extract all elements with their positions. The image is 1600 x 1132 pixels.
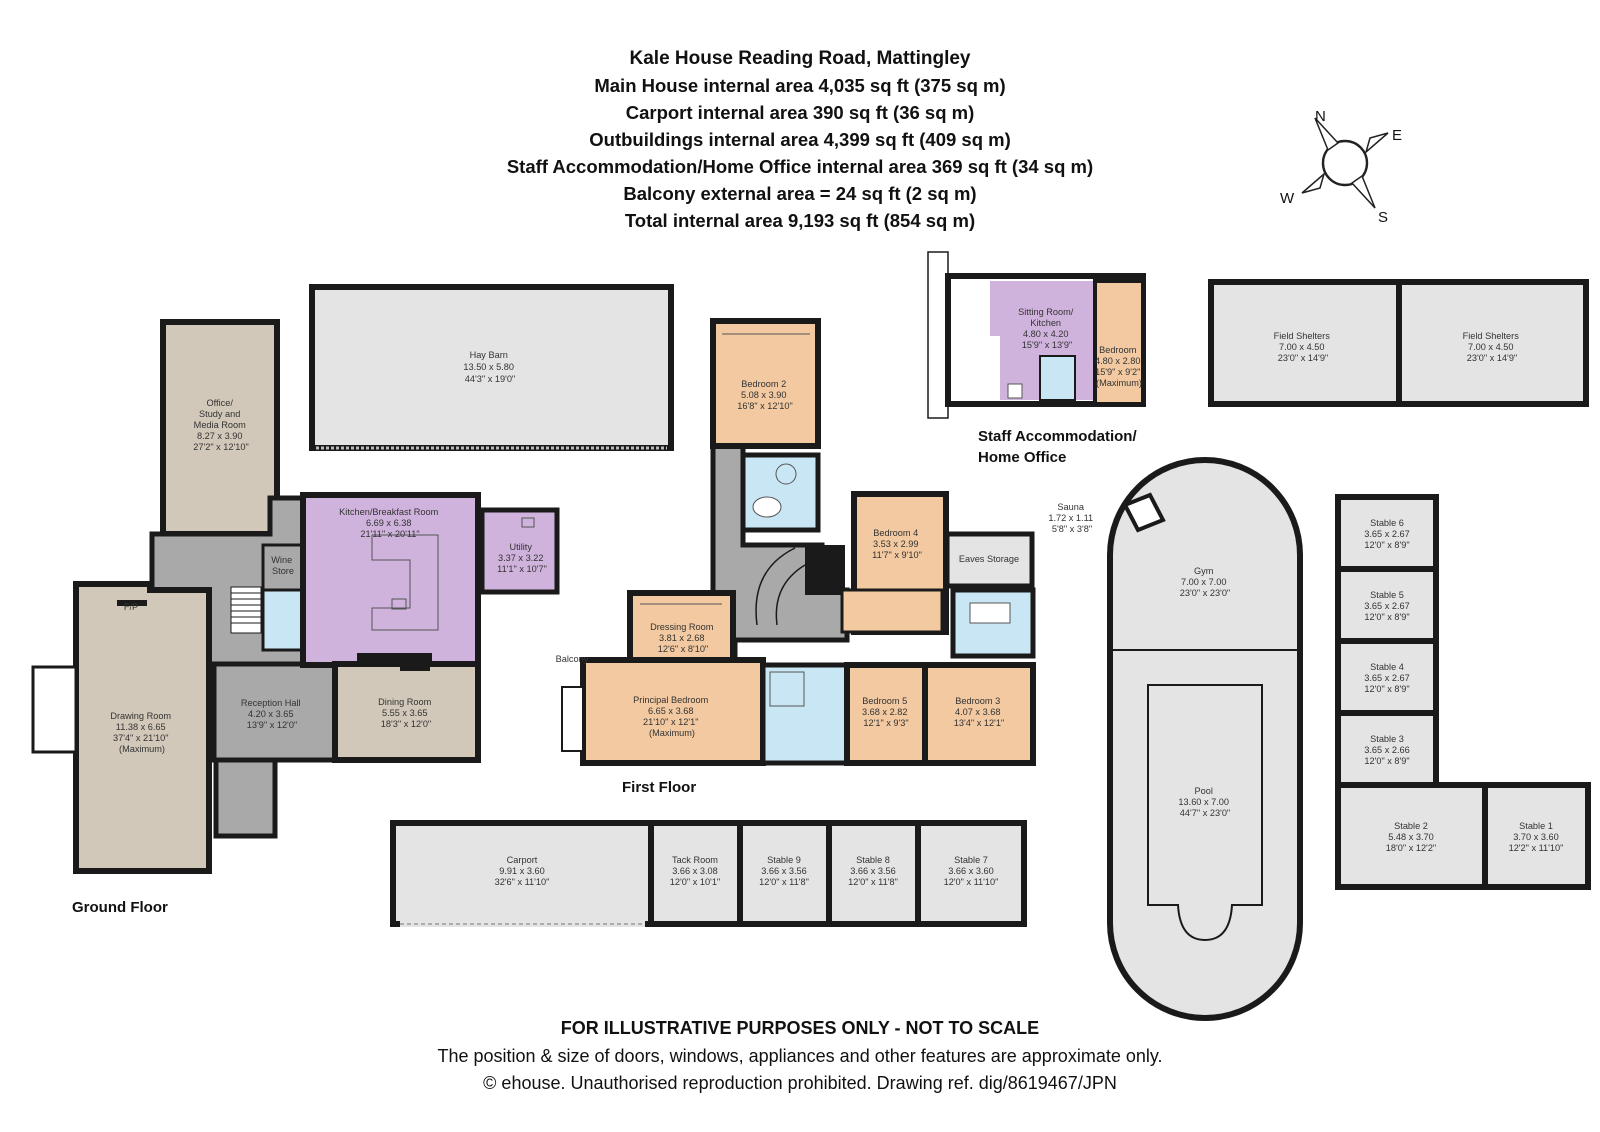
bedroom-3-label: Bedroom 3 4.07 x 3.68 13'4" x 12'1" bbox=[954, 696, 1004, 728]
area-staff-accommodation: Staff Accommodation/Home Office internal… bbox=[506, 156, 1094, 177]
kitchen-room bbox=[300, 492, 481, 668]
utility-label: Utility 3.37 x 3.22 11'1" x 10'7" bbox=[497, 542, 547, 574]
hay-barn-label: Hay Barn 13.50 x 5.80 44'3" x 19'0" bbox=[463, 350, 516, 384]
stable-3 bbox=[1335, 710, 1439, 788]
ground-floor-label: Ground Floor bbox=[72, 899, 168, 916]
eaves-storage-label: Eaves Storage bbox=[959, 554, 1019, 564]
stable-4 bbox=[1335, 638, 1439, 716]
area-total: Total internal area 9,193 sq ft (854 sq … bbox=[624, 210, 976, 231]
ground-wc-room bbox=[261, 588, 305, 652]
fireplace-label: F/P bbox=[124, 602, 138, 612]
stable-2 bbox=[1335, 782, 1488, 890]
stable-7 bbox=[915, 820, 1027, 927]
bedroom-5-label: Bedroom 5 3.68 x 2.82 12'1" x 9'3" bbox=[862, 696, 910, 728]
first-floor-plan: Bedroom 2 5.08 x 3.90 16'8" x 12'10" Bed… bbox=[556, 318, 1036, 766]
dressing-room-label: Dressing Room 3.81 x 2.68 12'6" x 8'10" bbox=[650, 622, 716, 654]
bedroom-4-label: Bedroom 4 3.53 x 2.99 11'7" x 9'10" bbox=[872, 528, 922, 560]
stable-1 bbox=[1482, 782, 1591, 890]
kitchen-label: Kitchen/Breakfast Room 6.69 x 6.38 21'11… bbox=[339, 507, 441, 539]
pool-basin bbox=[1147, 684, 1263, 942]
stable-9 bbox=[737, 820, 832, 927]
office-label: Office/ Study and Media Room 8.27 x 3.90… bbox=[193, 398, 249, 452]
compass-e: E bbox=[1392, 127, 1402, 144]
area-outbuildings: Outbuildings internal area 4,399 sq ft (… bbox=[589, 129, 1011, 150]
approximation-note: The position & size of doors, windows, a… bbox=[437, 1046, 1163, 1066]
stable-8 bbox=[826, 820, 921, 927]
ground-floor-plan: Office/ Study and Media Room 8.27 x 3.90… bbox=[31, 319, 560, 874]
disclaimer: FOR ILLUSTRATIVE PURPOSES ONLY - NOT TO … bbox=[560, 1018, 1040, 1038]
dining-room bbox=[332, 661, 481, 763]
drawing-room-label: Drawing Room 11.38 x 6.65 37'4" x 21'10"… bbox=[110, 711, 173, 754]
bedroom-3-room bbox=[922, 662, 1036, 766]
eaves-storage-room bbox=[944, 531, 1035, 589]
staff-accommodation-plan: Sitting Room/ Kitchen 4.80 x 4.20 15'9" … bbox=[927, 251, 1146, 419]
staff-accommodation-label-1: Staff Accommodation/ bbox=[978, 428, 1137, 445]
carport-bay bbox=[390, 820, 654, 927]
bedroom-2-room bbox=[710, 318, 821, 449]
compass-s: S bbox=[1378, 209, 1388, 226]
field-shelter-1 bbox=[1208, 279, 1402, 407]
drawing-room bbox=[73, 581, 212, 874]
plan-title: Kale House Reading Road, Mattingley bbox=[629, 48, 971, 69]
principal-bedroom-label: Principal Bedroom 6.65 x 3.68 21'10" x 1… bbox=[633, 695, 711, 738]
gym-label: Gym 7.00 x 7.00 23'0" x 23'0" bbox=[1180, 566, 1230, 598]
copyright-notice: © ehouse. Unauthorised reproduction proh… bbox=[483, 1073, 1117, 1093]
tack-room bbox=[648, 820, 743, 927]
ensuite-2-room bbox=[740, 452, 821, 533]
principal-ensuite-room bbox=[760, 662, 850, 766]
bedroom-2-label: Bedroom 2 5.08 x 3.90 16'8" x 12'10" bbox=[737, 379, 793, 411]
field-shelter-2-label: Field Shelters 7.00 x 4.50 23'0" x 14'9" bbox=[1463, 331, 1522, 363]
staff-bedroom-room bbox=[1093, 279, 1145, 406]
utility-room bbox=[479, 507, 560, 595]
staff-bedroom-label: Bedroom 4.80 x 2.80 15'9" x 9'2" (Maximu… bbox=[1095, 345, 1143, 388]
area-balcony: Balcony external area = 24 sq ft (2 sq m… bbox=[623, 183, 977, 204]
wine-store-label: Wine Store bbox=[271, 555, 295, 576]
sauna-room bbox=[1122, 492, 1166, 533]
compass-n: N bbox=[1315, 108, 1326, 125]
field-shelter-1-label: Field Shelters 7.00 x 4.50 23'0" x 14'9" bbox=[1274, 331, 1333, 363]
compass-w: W bbox=[1280, 190, 1295, 207]
first-floor-label: First Floor bbox=[622, 779, 696, 796]
compass-icon: N E S W bbox=[1280, 108, 1402, 226]
staff-shower-room bbox=[1039, 355, 1076, 401]
field-shelter-2 bbox=[1396, 279, 1589, 407]
stable-block bbox=[1335, 494, 1591, 890]
staff-accommodation-label-2: Home Office bbox=[978, 449, 1066, 466]
bay-window bbox=[31, 665, 78, 754]
reception-hall-label: Reception Hall 4.20 x 3.65 13'9" x 12'0" bbox=[241, 698, 303, 730]
dining-room-label: Dining Room 5.55 x 3.65 18'3" x 12'0" bbox=[378, 697, 434, 729]
pool-label: Pool 13.60 x 7.00 44'7" x 23'0" bbox=[1178, 786, 1231, 818]
area-carport: Carport internal area 390 sq ft (36 sq m… bbox=[625, 102, 975, 123]
hay-barn-room bbox=[309, 284, 674, 451]
sitting-room-label: Sitting Room/ Kitchen 4.80 x 4.20 15'9" … bbox=[1018, 307, 1076, 350]
area-main-house: Main House internal area 4,035 sq ft (37… bbox=[594, 75, 1006, 96]
balcony-label: Balcony bbox=[556, 654, 589, 664]
stable-5 bbox=[1335, 566, 1439, 644]
sauna-label: Sauna 1.72 x 1.11 5'8" x 3'8" bbox=[1048, 502, 1095, 534]
balcony-area bbox=[561, 686, 584, 752]
carport-block bbox=[390, 820, 1027, 927]
